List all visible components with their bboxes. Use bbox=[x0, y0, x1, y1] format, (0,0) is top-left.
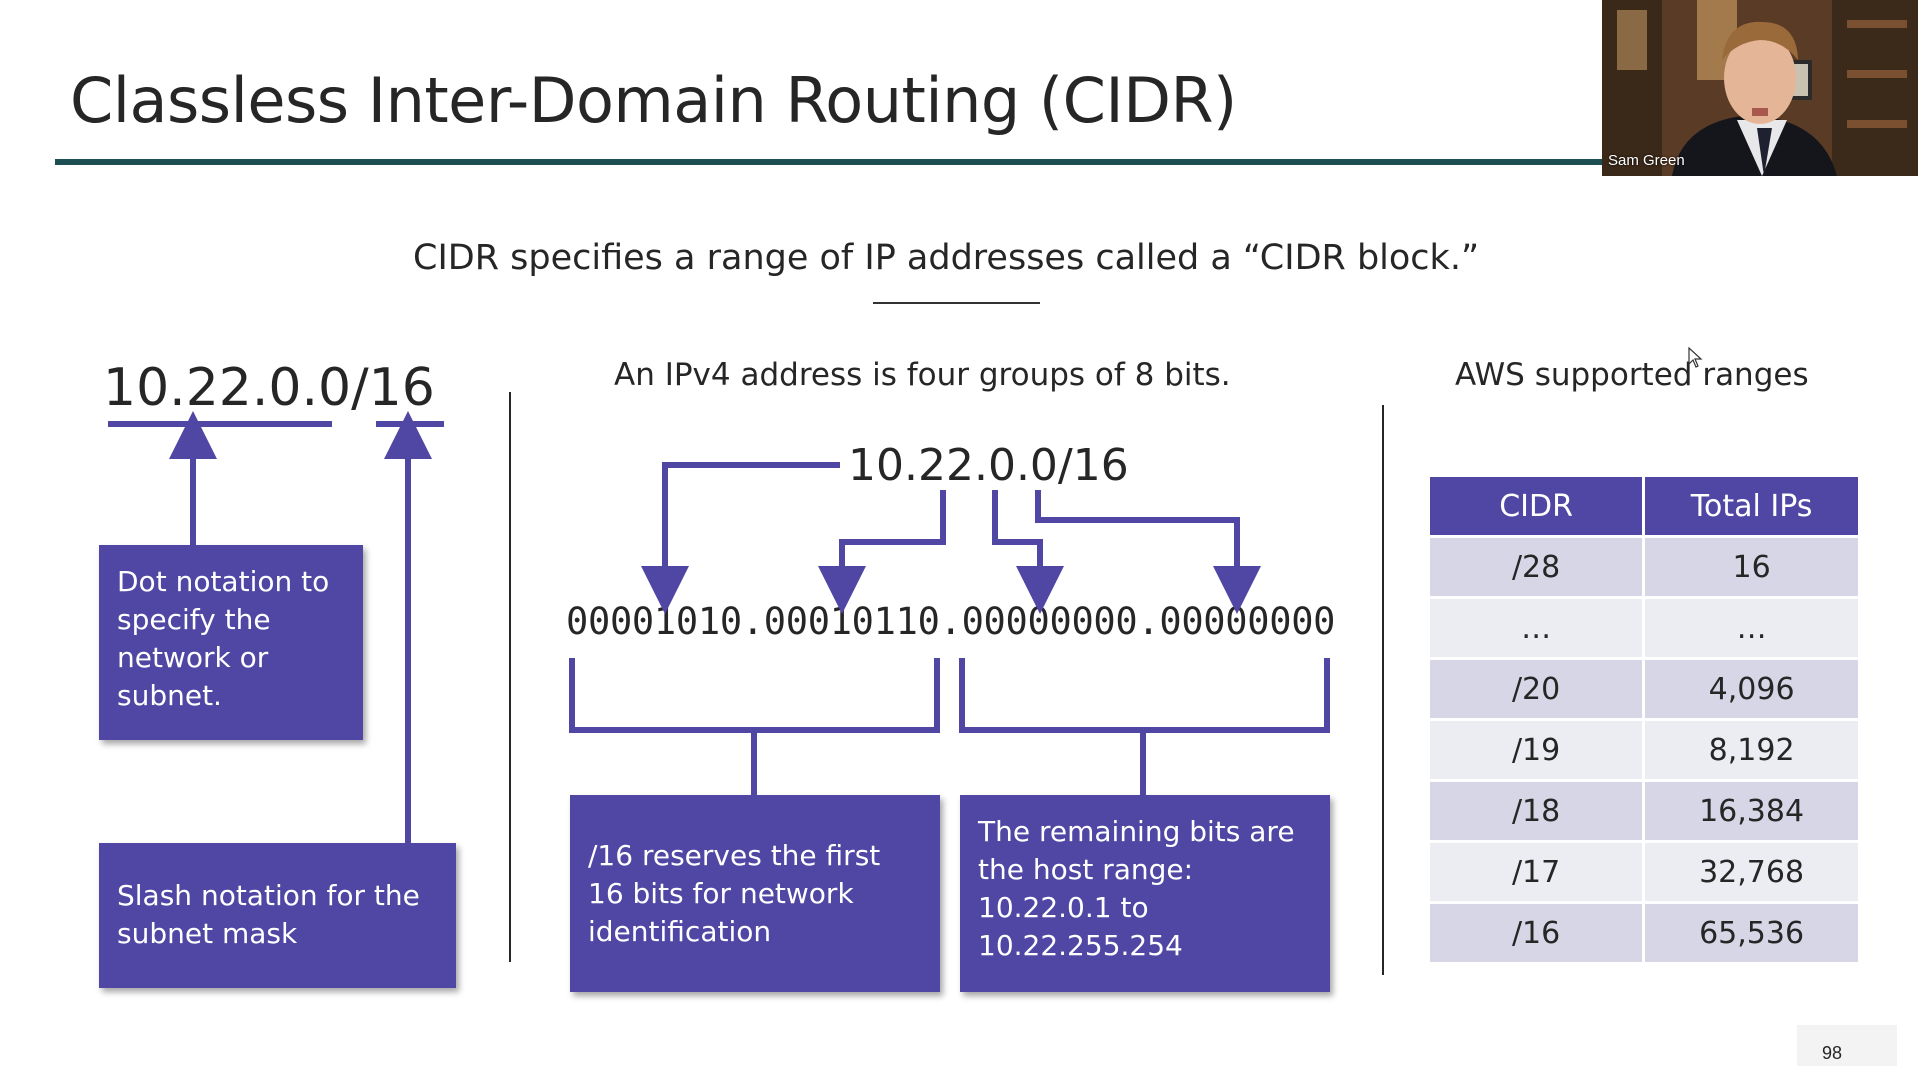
table-row: /18 16,384 bbox=[1426, 779, 1861, 843]
octet-2-arrow bbox=[818, 490, 946, 614]
subtitle-underline bbox=[873, 302, 1040, 304]
left-divider bbox=[509, 392, 511, 962]
table-row: /20 4,096 bbox=[1426, 657, 1861, 721]
cidr-cell: … bbox=[1426, 596, 1646, 660]
aws-cidr-table: CIDR Total IPs /28 16 … … /20 4,096 /19 … bbox=[1426, 474, 1861, 965]
cidr-cell: /19 bbox=[1426, 718, 1646, 782]
cidr-cell: /20 bbox=[1426, 657, 1646, 721]
total-ips-cell: 4,096 bbox=[1642, 657, 1861, 721]
host-range-callout: The remaining bits are the host range: 1… bbox=[960, 795, 1330, 992]
table-row: … … bbox=[1426, 596, 1861, 660]
total-ips-cell: 8,192 bbox=[1642, 718, 1861, 782]
cidr-cell: /18 bbox=[1426, 779, 1646, 843]
right-divider bbox=[1382, 405, 1384, 975]
webcam-video-tile[interactable] bbox=[1602, 0, 1918, 176]
total-ips-cell: … bbox=[1642, 596, 1861, 660]
middle-cidr-address: 10.22.0.0/16 bbox=[848, 440, 1129, 491]
presenter-video-image bbox=[1602, 0, 1918, 176]
table-row: /28 16 bbox=[1426, 535, 1861, 599]
page-number: 98 bbox=[1822, 1043, 1843, 1063]
cidr-cell: /16 bbox=[1426, 901, 1646, 965]
slide-subtitle: CIDR specifies a range of IP addresses c… bbox=[413, 238, 1480, 278]
octet-1-arrow bbox=[641, 462, 840, 614]
column-header-cidr: CIDR bbox=[1426, 474, 1646, 538]
network-bits-callout: /16 reserves the first 16 bits for netwo… bbox=[570, 795, 940, 992]
total-ips-cell: 32,768 bbox=[1642, 840, 1861, 904]
column-header-total-ips: Total IPs bbox=[1642, 474, 1861, 538]
total-ips-cell: 16 bbox=[1642, 535, 1861, 599]
network-bits-bracket bbox=[569, 658, 940, 733]
cidr-cell: /28 bbox=[1426, 535, 1646, 599]
aws-ranges-heading: AWS supported ranges bbox=[1455, 357, 1809, 393]
binary-address: 00001010.00010110.00000000.00000000 bbox=[566, 600, 1336, 643]
host-bits-bracket bbox=[959, 658, 1330, 733]
table-row: /16 65,536 bbox=[1426, 901, 1861, 965]
table-row: /19 8,192 bbox=[1426, 718, 1861, 782]
octet-3-arrow bbox=[992, 490, 1064, 614]
slash-notation-callout: Slash notation for the subnet mask bbox=[99, 843, 456, 988]
table-header-row: CIDR Total IPs bbox=[1426, 474, 1861, 538]
participant-name-label: Sam Green bbox=[1608, 152, 1685, 169]
page-number-box bbox=[1797, 1025, 1897, 1066]
table-row: /17 32,768 bbox=[1426, 840, 1861, 904]
cidr-cell: /17 bbox=[1426, 840, 1646, 904]
dot-notation-callout: Dot notation to specify the network or s… bbox=[99, 545, 363, 740]
total-ips-cell: 16,384 bbox=[1642, 779, 1861, 843]
ipv4-heading: An IPv4 address is four groups of 8 bits… bbox=[614, 357, 1231, 393]
title-underline bbox=[55, 159, 1605, 165]
total-ips-cell: 65,536 bbox=[1642, 901, 1861, 965]
octet-4-arrow bbox=[1035, 490, 1261, 614]
left-cidr-address: 10.22.0.0/16 bbox=[103, 358, 435, 418]
slide-title: Classless Inter-Domain Routing (CIDR) bbox=[70, 64, 1237, 137]
mouse-pointer-icon bbox=[1688, 347, 1703, 368]
